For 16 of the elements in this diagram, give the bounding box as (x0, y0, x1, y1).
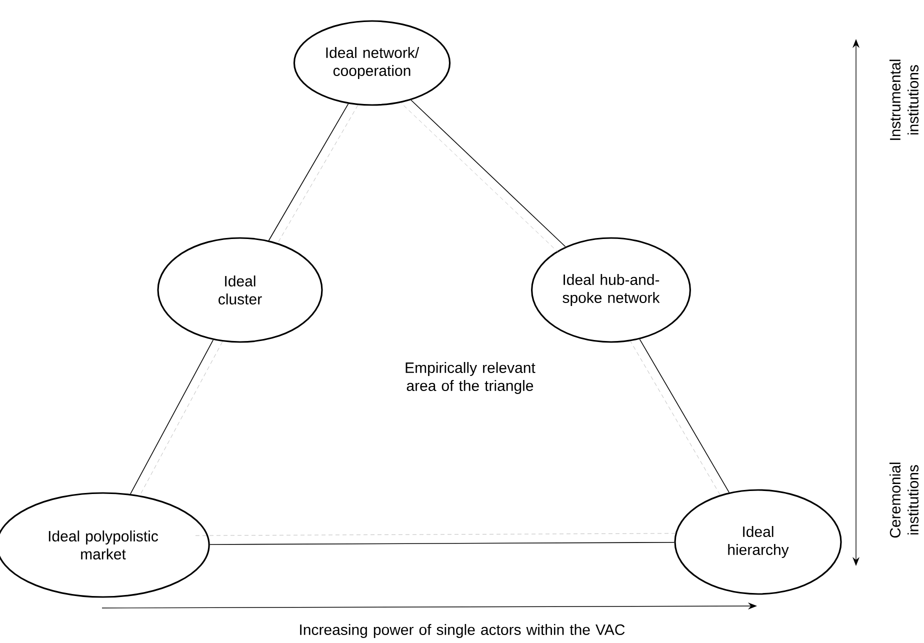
ellipse-node: Ideal network/ cooperation (293, 20, 451, 106)
connector-line (139, 342, 223, 496)
ellipse-node: Ideal cluster (157, 237, 323, 343)
connector-line (630, 340, 720, 495)
connector-line (209, 542, 675, 545)
connector-line (130, 340, 214, 494)
connector-line (195, 533, 676, 536)
connector-line (278, 105, 358, 244)
connector-line (639, 338, 730, 493)
text-label: Empirically relevant area of the triangle (406, 362, 536, 394)
ellipse-node: Ideal hub-and-spoke network (531, 237, 691, 343)
text-label: Increasing power of single actors within the VAC (300, 624, 625, 638)
text-label: Ceremonial institutions (890, 462, 918, 538)
ellipse-node: Ideal hierarchy (674, 489, 842, 595)
connector-line (268, 103, 349, 241)
text-label: Instrumental institutions (890, 60, 918, 140)
